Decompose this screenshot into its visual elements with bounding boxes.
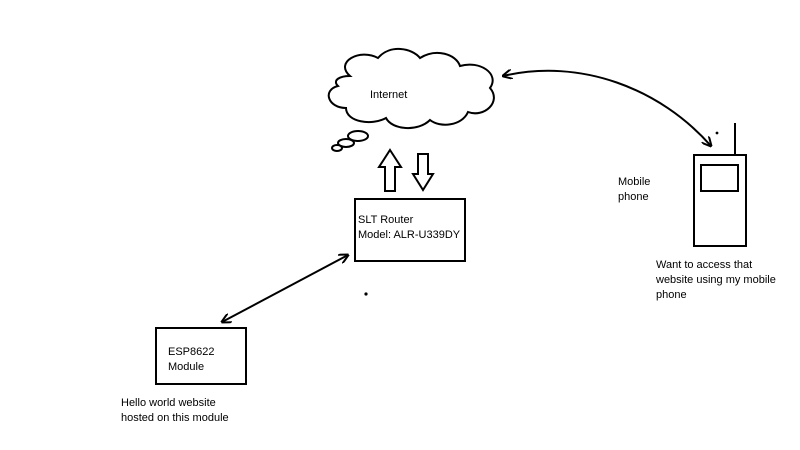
internet-label: Internet [370,88,407,103]
phone-note-line-2: website using my mobile [656,274,776,286]
esp-note: Hello world website hosted on this modul… [121,396,229,426]
router-label-line-1: SLT Router [358,214,414,226]
internet-label-line: Internet [370,89,408,101]
esp-label-line-1: ESP8622 [168,346,215,358]
phone-label-line-1: Mobile [618,176,651,188]
phone-note: Want to access that website using my mob… [656,258,776,303]
phone-screen [700,164,739,192]
stray-dot [364,292,368,296]
esp-router-arrow [222,255,348,322]
internet-cloud [327,48,495,152]
phone-label-line-2: phone [618,191,649,203]
esp-note-line-1: Hello world website [121,397,216,409]
cloud-bubble-small [331,144,343,152]
esp-label: ESP8622 Module [168,345,214,375]
phone-note-line-3: phone [656,289,687,301]
cloud-bubble-large [347,130,369,142]
up-block-arrow [377,148,403,192]
mobile-phone [693,123,747,247]
phone-note-line-1: Want to access that [656,259,753,271]
router-box [354,198,466,262]
down-block-arrow [411,153,435,192]
router-label-line-2: Model: ALR-U339DY [358,229,461,241]
phone-dot [715,131,719,135]
esp-label-line-2: Module [168,361,205,373]
cloud-bubble-medium [337,138,355,148]
esp-note-line-2: hosted on this module [121,412,229,424]
esp-module-box [155,327,247,385]
phone-label: Mobile phone [618,175,650,205]
router-label: SLT Router Model: ALR-U339DY [358,213,460,243]
internet-phone-arrow [503,71,711,146]
